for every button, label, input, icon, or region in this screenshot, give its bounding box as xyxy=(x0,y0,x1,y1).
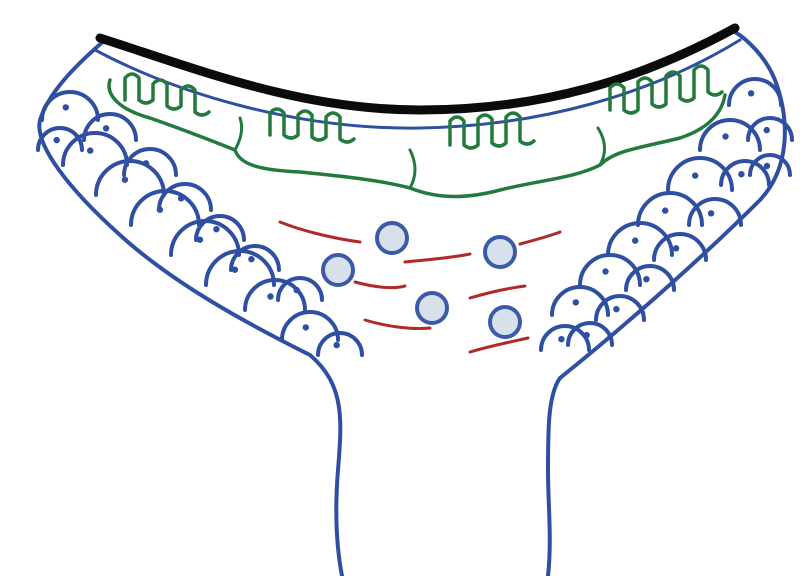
scale-nucleus xyxy=(54,137,60,143)
scale-nucleus xyxy=(334,342,340,348)
round-cell xyxy=(417,293,447,323)
scale-nucleus xyxy=(673,245,679,251)
fiber-line xyxy=(355,282,405,288)
fiber-line xyxy=(470,338,528,352)
scale-nucleus xyxy=(632,237,638,243)
villi-row xyxy=(109,66,725,197)
villus-group xyxy=(450,113,534,148)
scale-arc xyxy=(689,199,741,225)
scale-nucleus xyxy=(122,177,128,183)
scale-nucleus xyxy=(303,324,309,330)
villus-group xyxy=(125,74,209,115)
right-scale-cluster xyxy=(541,79,792,350)
round-cell xyxy=(485,237,515,267)
scale-nucleus xyxy=(748,90,754,96)
villi-envelope xyxy=(109,80,725,197)
scale-nucleus xyxy=(213,226,219,232)
scale-nucleus xyxy=(573,299,579,305)
scale-arc xyxy=(171,221,239,255)
scale-nucleus xyxy=(764,127,770,133)
round-cell xyxy=(490,307,520,337)
scale-nucleus xyxy=(602,268,608,274)
scale-nucleus xyxy=(87,147,93,153)
scale-nucleus xyxy=(708,210,714,216)
scale-arc xyxy=(318,333,362,355)
villus-divider xyxy=(410,150,415,188)
fiber-line xyxy=(520,232,560,244)
scale-nucleus xyxy=(613,306,619,312)
round-cell xyxy=(323,255,353,285)
scale-arc xyxy=(580,255,640,285)
villus-group xyxy=(270,109,354,142)
scale-nucleus xyxy=(692,172,698,178)
scale-nucleus xyxy=(643,276,649,282)
scale-arc xyxy=(729,79,781,105)
fiber-line xyxy=(470,286,525,298)
scale-nucleus xyxy=(294,287,300,293)
villus-divider xyxy=(598,128,605,165)
fiber-line xyxy=(365,320,430,329)
scale-nucleus xyxy=(178,195,184,201)
scale-nucleus xyxy=(267,293,273,299)
inner-lining xyxy=(95,40,740,128)
scale-arc xyxy=(63,133,127,165)
scale-nucleus xyxy=(103,125,109,131)
round-cell xyxy=(377,223,407,253)
scale-nucleus xyxy=(738,171,744,177)
scale-nucleus xyxy=(662,207,668,213)
fiber-line xyxy=(405,254,470,262)
scale-nucleus xyxy=(248,256,254,262)
scale-nucleus xyxy=(764,163,770,169)
scale-nucleus xyxy=(63,104,69,110)
fiber-line xyxy=(280,222,360,242)
scale-arc xyxy=(541,326,589,350)
scale-nucleus xyxy=(584,332,590,338)
scale-nucleus xyxy=(143,160,149,166)
villus-divider xyxy=(235,118,242,150)
scale-nucleus xyxy=(558,336,564,342)
scale-arc xyxy=(654,234,706,260)
scale-arc xyxy=(96,161,164,195)
scale-nucleus xyxy=(722,133,728,139)
